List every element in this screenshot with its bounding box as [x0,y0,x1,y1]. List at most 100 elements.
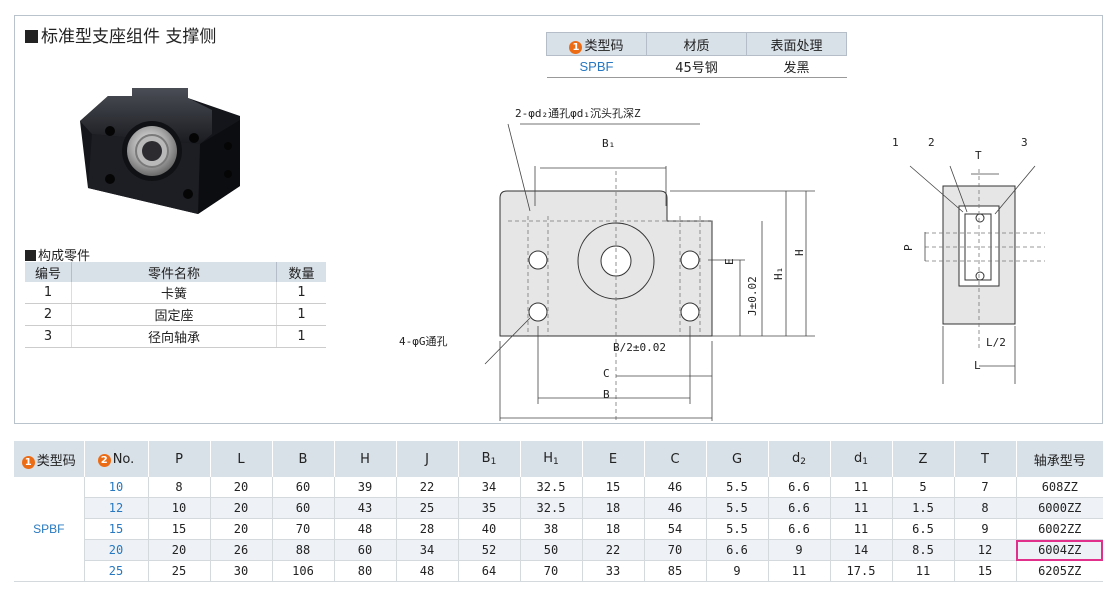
side-t-label: T [975,149,982,162]
no-cell[interactable]: 10 [84,477,149,498]
dimension-cell: 22 [582,539,645,561]
dimension-cell: 6.6 [768,477,831,498]
dimension-cell: 10 [148,497,211,519]
h1-label: H₁ [772,266,785,280]
b-half-label: B/2±0.02 [613,341,666,354]
dimension-cell: 60 [272,477,335,498]
dimension-cell: 20 [210,497,273,519]
side-1-label: 1 [892,136,899,149]
page-title: 标准型支座组件 支撑侧 [25,22,216,47]
header-b: B [272,441,335,477]
dimension-cell: 64 [458,560,521,582]
parts-cell: 固定座 [71,303,277,326]
dimension-cell: 25 [396,497,459,519]
dimension-cell: 8.5 [892,539,955,561]
dimension-cell: 15 [148,518,211,540]
header-d2: d2 [768,441,831,477]
dimension-cell: 18 [582,497,645,519]
dimension-cell: 11 [830,477,893,498]
dimension-cell: 11 [830,518,893,540]
dimension-cell: 11 [892,560,955,582]
c-label: C [603,367,610,380]
parts-heading: 构成零件 [25,245,90,264]
front-view-drawing [484,123,815,421]
spec-header-material: 材质 [646,32,747,56]
dimension-cell: 46 [644,497,707,519]
dimension-cell: 35 [458,497,521,519]
dimension-cell: 11 [830,497,893,519]
side-l-label: L [974,359,981,372]
bearing-cell[interactable]: 6205ZZ [1016,560,1103,582]
bearing-cell[interactable]: 6002ZZ [1016,518,1103,540]
header-l: L [210,441,273,477]
bearing-cell[interactable]: 6000ZZ [1016,497,1103,519]
parts-table: 编号 零件名称 数量 1 卡簧 1 2 固定座 1 3 径向轴承 1 [25,262,326,348]
dimension-cell: 54 [644,518,707,540]
header-b1: B1 [458,441,521,477]
bearing-cell-highlighted[interactable]: 6004ZZ [1016,539,1103,561]
no-cell[interactable]: 25 [84,560,149,582]
dimension-cell: 70 [272,518,335,540]
parts-row: 2 固定座 1 [25,303,326,326]
no-cell[interactable]: 20 [84,539,149,561]
spec-type-value[interactable]: SPBF [546,55,647,78]
dimension-cell: 20 [148,539,211,561]
dimension-cell: 5.5 [706,477,769,498]
h-label: H [793,249,806,256]
dimension-cell: 5.5 [706,518,769,540]
hole-note-label: 2-φd₂通孔φd₁沉头孔深Z [515,107,641,120]
parts-row: 3 径向轴承 1 [25,325,326,348]
dimension-cell: 34 [458,477,521,498]
e-label: E [723,258,736,265]
heading-square-icon [25,250,36,261]
dimension-cell: 40 [458,518,521,540]
b1-label: B₁ [602,137,616,150]
header-p: P [148,441,211,477]
parts-cell: 1 [25,282,72,304]
spec-header-surface: 表面处理 [746,32,847,56]
parts-header-name: 零件名称 [71,262,277,282]
dimension-cell: 8 [954,497,1017,519]
dimension-cell: 22 [396,477,459,498]
dimension-cell: 6.6 [768,497,831,519]
bearing-cell[interactable]: 608ZZ [1016,477,1103,498]
parts-cell: 2 [25,303,72,326]
dimension-cell: 7 [954,477,1017,498]
dimension-cell: 48 [334,518,397,540]
parts-cell: 3 [25,325,72,348]
dimension-cell: 14 [830,539,893,561]
dimension-cell: 6.6 [768,518,831,540]
dimension-cell: 8 [148,477,211,498]
dimension-cell: 38 [520,518,583,540]
no-cell[interactable]: 15 [84,518,149,540]
dimension-cell: 70 [644,539,707,561]
dimension-cell: 50 [520,539,583,561]
dimension-cell: 12 [954,539,1017,561]
header-bearing: 轴承型号 [1016,441,1103,477]
type-code-cell[interactable]: SPBF [14,477,85,582]
header-e: E [582,441,645,477]
dimension-cell: 9 [954,518,1017,540]
dimension-cell: 60 [272,497,335,519]
dimension-cell: 11 [768,560,831,582]
title-square-icon [25,30,38,43]
dimension-cell: 5 [892,477,955,498]
dimension-cell: 46 [644,477,707,498]
no-cell[interactable]: 12 [84,497,149,519]
dimension-cell: 9 [706,560,769,582]
side-3-label: 3 [1021,136,1028,149]
dimension-cell: 9 [768,539,831,561]
header-z: Z [892,441,955,477]
header-h: H [334,441,397,477]
product-photo [80,88,240,214]
dimension-cell: 15 [582,477,645,498]
